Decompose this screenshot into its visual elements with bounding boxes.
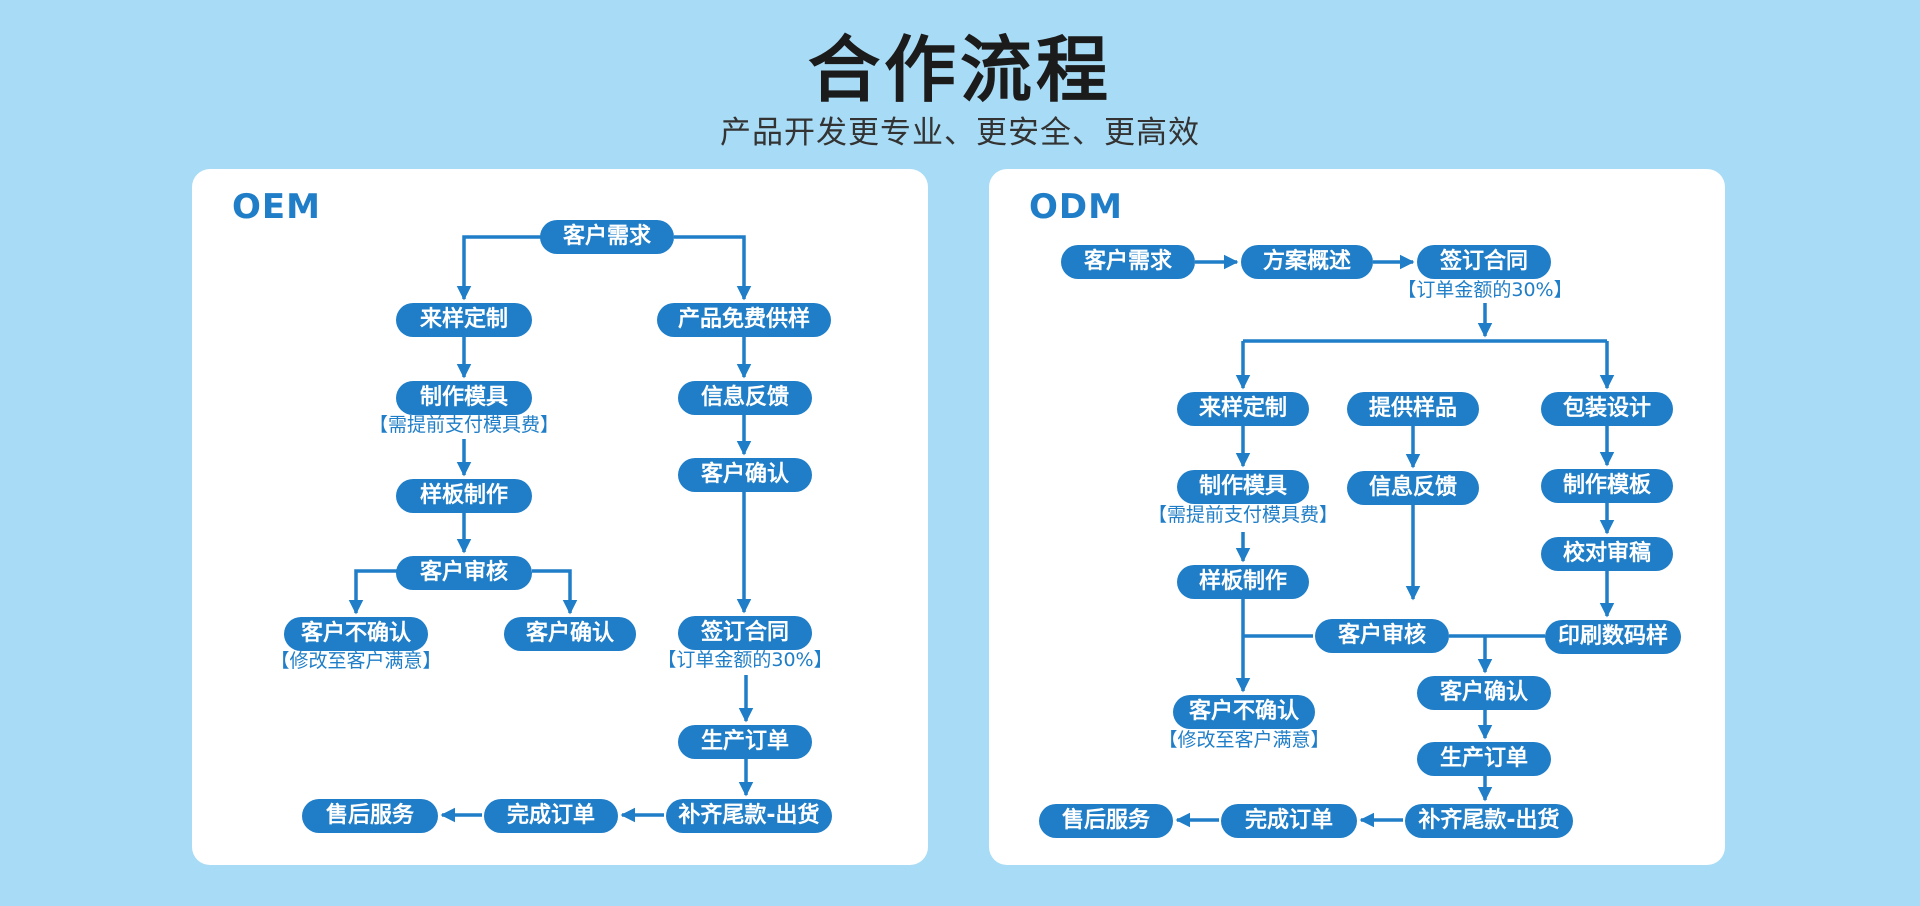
odm-node-plan-overview: 方案概述 <box>1241 245 1373 279</box>
odm-note-contract: 【订单金额的30%】 <box>1397 279 1573 301</box>
oem-panel: OEM 客户需求 来样定制 产品免费供样 制作模具 【需提前支付模具费】 信息反… <box>192 169 928 865</box>
page-subtitle: 产品开发更专业、更安全、更高效 <box>720 115 1200 151</box>
oem-node-sign-contract: 签订合同 <box>678 616 812 650</box>
oem-node-balance-ship: 补齐尾款-出货 <box>666 799 832 833</box>
oem-note-mold-fee: 【需提前支付模具费】 <box>368 414 559 436</box>
oem-edge-review-to-confirm <box>532 569 578 615</box>
odm-node-complete-order: 完成订单 <box>1221 804 1357 838</box>
odm-node-customer-review: 客户审核 <box>1315 619 1449 653</box>
oem-node-customer-confirm-left: 客户确认 <box>504 617 636 651</box>
oem-node-free-sample: 产品免费供样 <box>657 303 831 337</box>
odm-node-packaging-design: 包装设计 <box>1541 392 1673 426</box>
oem-node-sample-making: 样板制作 <box>396 479 532 513</box>
odm-label: ODM <box>1029 187 1123 227</box>
odm-note-reject: 【修改至客户满意】 <box>1158 729 1330 751</box>
oem-node-customer-review: 客户审核 <box>396 556 532 590</box>
oem-node-customer-confirm-right: 客户确认 <box>678 458 812 492</box>
oem-note-reject: 【修改至客户满意】 <box>270 650 442 672</box>
oem-node-sample-custom: 来样定制 <box>396 303 532 337</box>
odm-node-print-sample: 印刷数码样 <box>1545 620 1681 654</box>
odm-node-provide-sample: 提供样品 <box>1347 392 1479 426</box>
oem-connectors <box>348 235 754 823</box>
odm-node-customer-need: 客户需求 <box>1061 245 1195 279</box>
odm-node-customer-reject: 客户不确认 <box>1173 695 1315 729</box>
odm-node-make-mold: 制作模具 <box>1177 470 1309 504</box>
odm-node-sample-making: 样板制作 <box>1177 565 1309 599</box>
oem-node-after-sales: 售后服务 <box>302 799 438 833</box>
page-title: 合作流程 <box>807 28 1112 112</box>
oem-node-complete-order: 完成订单 <box>484 799 618 833</box>
odm-node-after-sales: 售后服务 <box>1039 804 1173 838</box>
odm-node-sample-custom: 来样定制 <box>1177 392 1309 426</box>
odm-node-make-template: 制作模板 <box>1541 469 1673 503</box>
oem-edge-need-to-free <box>674 235 752 301</box>
odm-node-proofread: 校对审稿 <box>1541 537 1673 571</box>
odm-node-balance-ship: 补齐尾款-出货 <box>1405 804 1573 838</box>
odm-note-mold-fee: 【需提前支付模具费】 <box>1147 504 1338 526</box>
oem-edge-need-to-custom <box>456 235 550 301</box>
oem-note-contract: 【订单金额的30%】 <box>657 649 833 671</box>
odm-connectors <box>1175 254 1615 828</box>
odm-node-sign-contract: 签订合同 <box>1417 245 1551 279</box>
odm-panel: ODM 客户需求 方案概述 签订合同 【订单金额的30%】 来样定制 提供样品 <box>989 169 1725 865</box>
odm-node-production-order: 生产订单 <box>1417 742 1551 776</box>
oem-node-feedback: 信息反馈 <box>678 381 812 415</box>
odm-node-customer-confirm: 客户确认 <box>1417 676 1551 710</box>
oem-label: OEM <box>232 187 321 227</box>
oem-node-customer-need: 客户需求 <box>540 220 674 254</box>
oem-node-make-mold: 制作模具 <box>396 381 532 415</box>
odm-node-feedback: 信息反馈 <box>1347 471 1479 505</box>
oem-node-production-order: 生产订单 <box>678 725 812 759</box>
oem-edge-review-to-reject <box>348 569 398 615</box>
oem-node-customer-reject: 客户不确认 <box>284 617 428 651</box>
